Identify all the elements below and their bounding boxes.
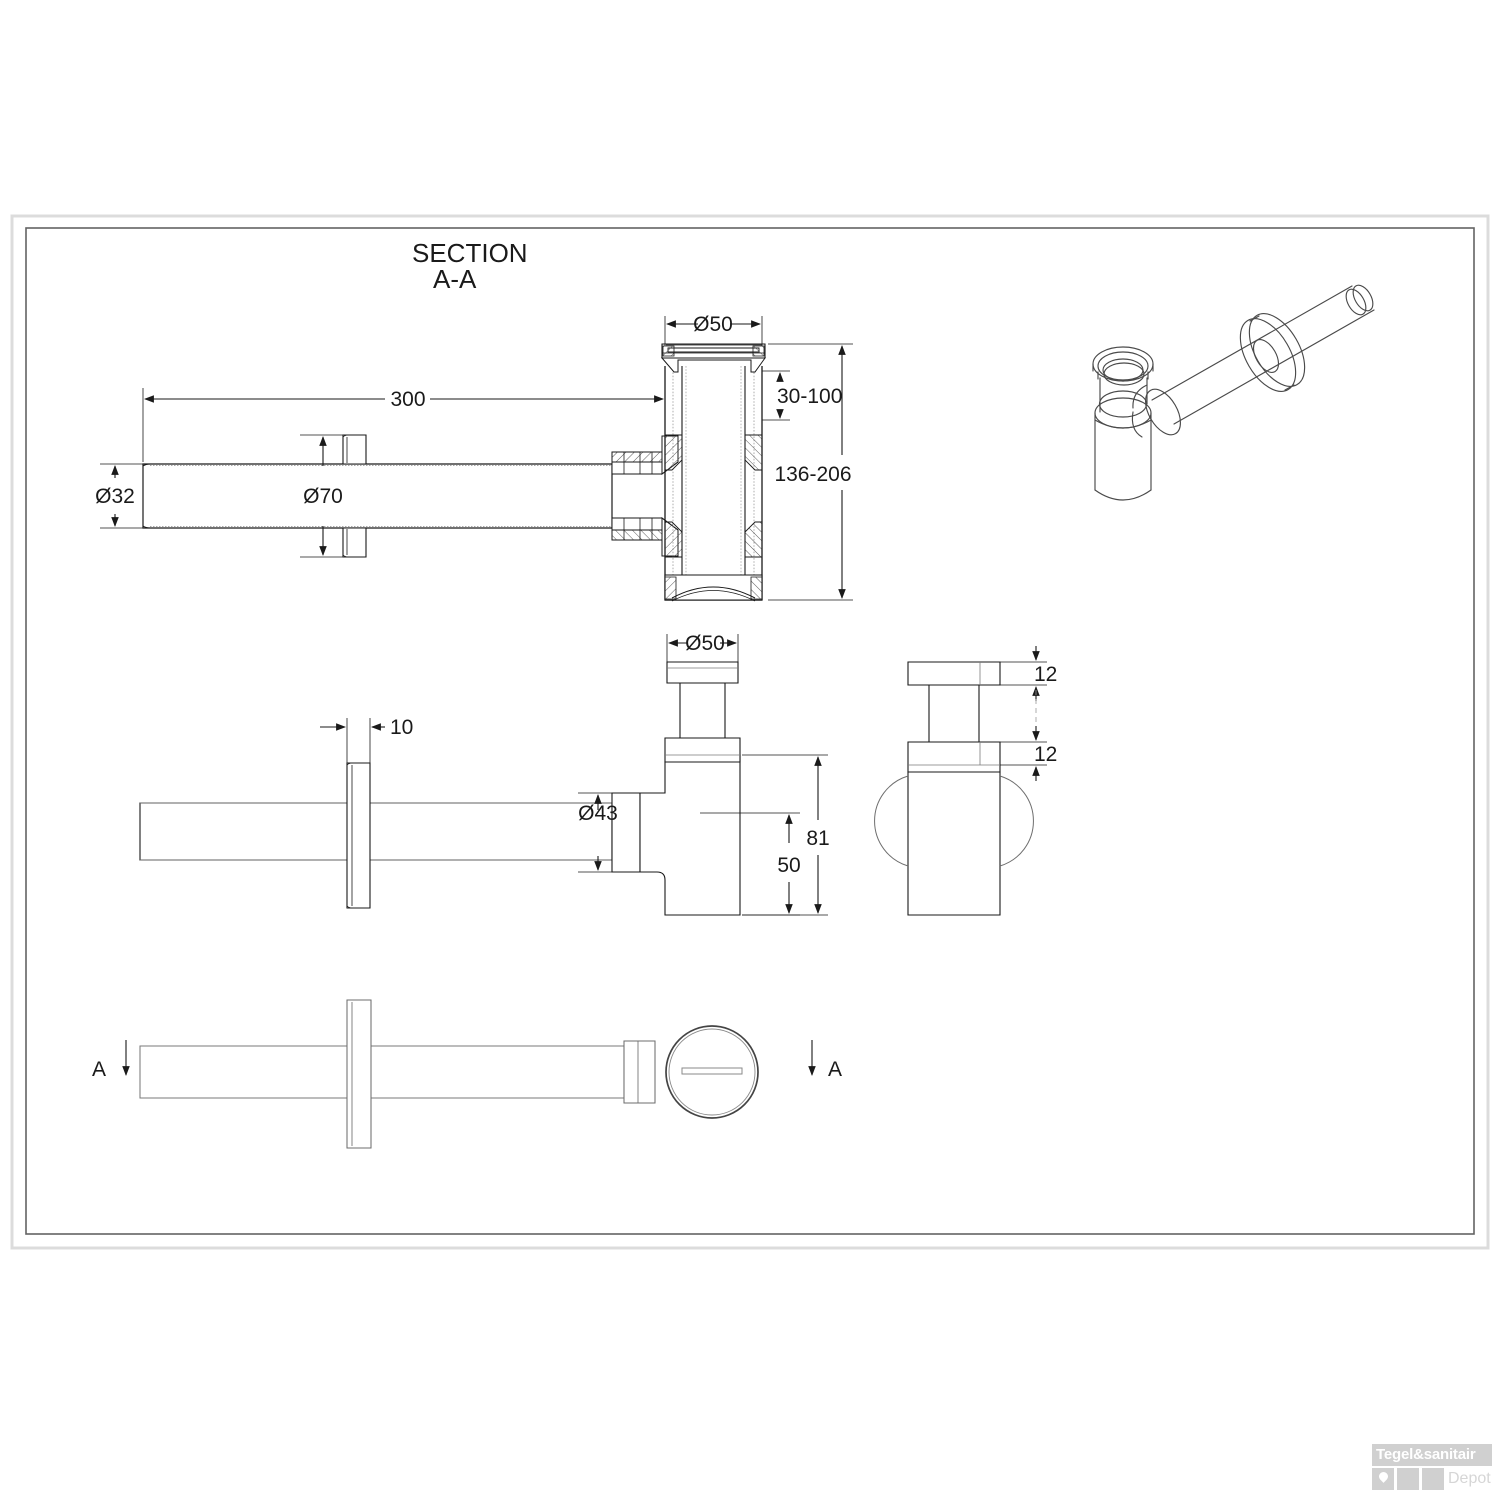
dim-136-206-label: 136-206 <box>774 463 851 486</box>
dim-300-label: 300 <box>390 388 425 411</box>
section-title-line2: A-A <box>433 264 477 294</box>
dim-300: 300 <box>142 388 666 462</box>
dim-d32: Ø32 <box>95 463 150 529</box>
water-drop-icon <box>1377 1470 1390 1483</box>
dim-50-label: 50 <box>777 854 800 877</box>
dim-d43-label: Ø43 <box>578 802 618 825</box>
section-title: SECTION A-A <box>412 238 528 294</box>
brand-logo-tile-1 <box>1372 1468 1394 1490</box>
dim-12-lower: 12 <box>1000 726 1057 781</box>
dim-81-label: 81 <box>806 827 829 850</box>
dim-30-100: 30-100 <box>762 370 842 421</box>
section-marker-left-label: A <box>92 1058 106 1081</box>
inlet-pipe-section <box>142 434 613 558</box>
dim-d32-label: Ø32 <box>95 485 135 508</box>
dim-50: 50 <box>700 812 801 916</box>
dim-d50-top: Ø50 <box>664 313 763 346</box>
dim-12-upper-label: 12 <box>1034 663 1057 686</box>
front-elevation: Ø50 10 Ø43 <box>139 632 830 916</box>
brand-logo-tiles: Depot <box>1372 1468 1492 1490</box>
plan-view: A A <box>92 999 842 1149</box>
section-view-aa: Ø50 300 Ø32 <box>95 313 853 602</box>
side-elevation: 12 12 <box>874 646 1057 916</box>
dim-10: 10 <box>320 716 413 765</box>
dim-d50-mid: Ø50 <box>666 632 739 664</box>
dim-d70: Ø70 <box>300 434 345 558</box>
brand-logo-bottom-text: Depot <box>1448 1470 1491 1487</box>
brand-logo: Tegel&sanitair Depot <box>1356 1444 1492 1492</box>
dim-30-100-label: 30-100 <box>777 385 842 408</box>
dim-d50-top-label: Ø50 <box>693 313 733 336</box>
section-marker-right: A <box>808 1040 842 1081</box>
dim-10-label: 10 <box>390 716 413 739</box>
dim-d43: Ø43 <box>578 792 642 873</box>
brand-logo-tile-3 <box>1422 1468 1444 1490</box>
section-marker-right-label: A <box>828 1058 842 1081</box>
dim-d50-mid-label: Ø50 <box>685 632 725 655</box>
brand-logo-tile-2 <box>1397 1468 1419 1490</box>
brand-logo-top-text: Tegel&sanitair <box>1372 1444 1492 1466</box>
bottle-body-section <box>660 343 766 602</box>
section-title-line1: SECTION <box>412 238 528 268</box>
dim-12-upper: 12 <box>1000 646 1057 701</box>
sheet-border <box>10 214 1490 1250</box>
dim-136-206: 136-206 <box>768 343 853 601</box>
dim-d70-label: Ø70 <box>303 485 343 508</box>
dim-81: 81 <box>742 754 830 916</box>
section-marker-left: A <box>92 1040 130 1081</box>
dim-12-lower-label: 12 <box>1034 743 1057 766</box>
isometric-view <box>1092 284 1375 501</box>
